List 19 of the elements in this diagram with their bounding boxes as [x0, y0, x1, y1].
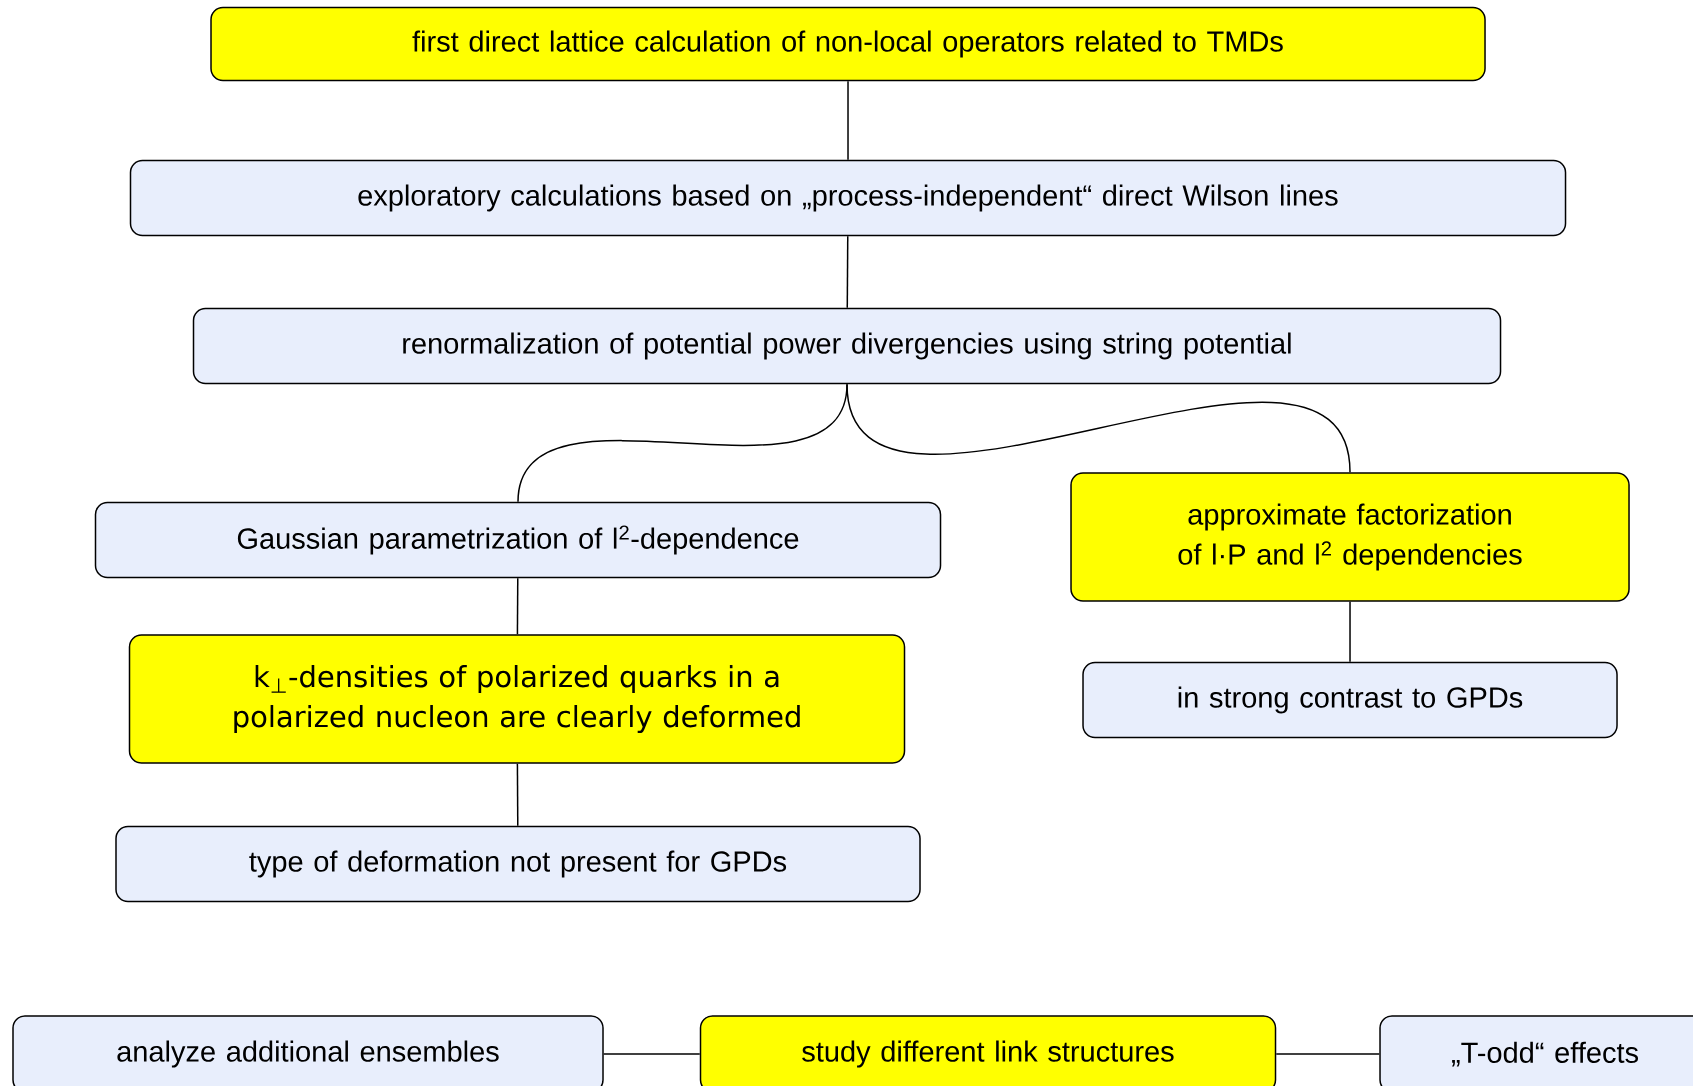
connector-line — [846, 235, 849, 309]
connector-line — [1275, 1053, 1380, 1055]
highlight-box: k$_{⊥}$-densities of polarized quarks in a polarized nucleon are clearly deformed — [128, 634, 906, 764]
text-box: „T-odd“ effects — [1379, 1015, 1693, 1086]
text-box: exploratory calculations based on „process-independent“ direct Wilson lines — [129, 159, 1567, 237]
connector-line — [847, 80, 849, 161]
text-box: type of deformation not present for GPDs — [115, 825, 921, 903]
highlight-box: study different link structures — [699, 1015, 1277, 1086]
connector-line — [603, 1053, 701, 1055]
highlight-box: approximate factorization of l·P and l$^{2}$ dependencies — [1070, 472, 1630, 602]
text-box: in strong contrast to GPDs — [1082, 661, 1618, 739]
connector-line — [846, 383, 1351, 473]
connector-line — [516, 577, 519, 635]
highlight-box: first direct lattice calculation of non-local operators related to TMDs — [210, 6, 1486, 82]
connector-line — [516, 763, 519, 827]
text-box: renormalization of potential power divergencies using string potential — [192, 307, 1502, 385]
connector-line — [1349, 601, 1351, 663]
text-box: analyze additional ensembles — [12, 1015, 604, 1086]
text-box: Gaussian parametrization of l$^{2}$-dependence — [94, 501, 942, 579]
